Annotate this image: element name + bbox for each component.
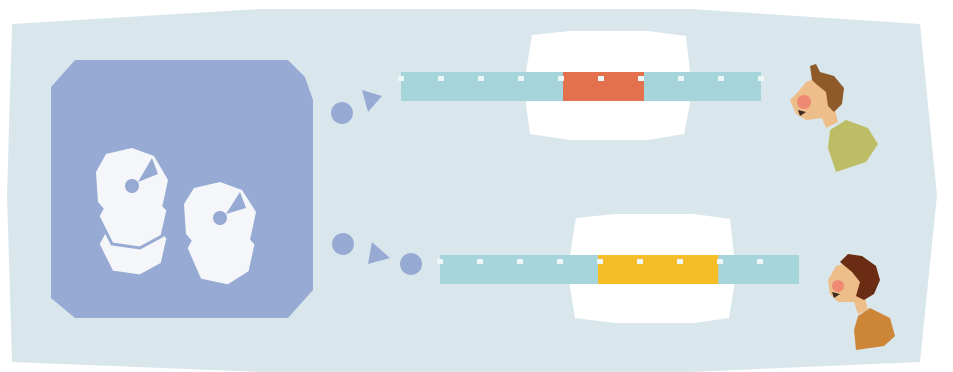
stream-dot xyxy=(332,233,354,255)
disk-hub xyxy=(213,211,227,225)
film-sprocket-hole xyxy=(757,259,763,264)
server-icon xyxy=(51,60,313,318)
film-sprocket-hole xyxy=(438,76,444,81)
film-sprocket-hole xyxy=(598,76,604,81)
film-sprocket-hole xyxy=(678,76,684,81)
film-sprocket-hole xyxy=(717,259,723,264)
stream-dot xyxy=(400,253,422,275)
film-sprocket-hole xyxy=(718,76,724,81)
film-sprocket-hole xyxy=(437,259,443,264)
film-sprocket-hole xyxy=(398,76,404,81)
film-sprocket-hole xyxy=(557,259,563,264)
media-server xyxy=(51,60,313,318)
stream-dot xyxy=(331,102,353,124)
film-sprocket-hole xyxy=(478,76,484,81)
film-sprocket-hole xyxy=(477,259,483,264)
person-cheek xyxy=(832,280,844,292)
film-sprocket-hole xyxy=(758,76,764,81)
film-sprocket-hole xyxy=(518,76,524,81)
film-strip xyxy=(437,255,799,284)
film-sprocket-hole xyxy=(638,76,644,81)
film-sprocket-hole xyxy=(558,76,564,81)
disk-stack-icon xyxy=(184,182,256,286)
disk-stack-icon xyxy=(96,148,168,276)
film-sprocket-hole xyxy=(637,259,643,264)
buffered-segment xyxy=(598,255,718,284)
person-cheek xyxy=(797,95,811,109)
film-sprocket-hole xyxy=(517,259,523,264)
film-sprocket-hole xyxy=(677,259,683,264)
film-strip xyxy=(398,72,764,101)
film-sprocket-hole xyxy=(597,259,603,264)
disk-hub xyxy=(125,179,139,193)
